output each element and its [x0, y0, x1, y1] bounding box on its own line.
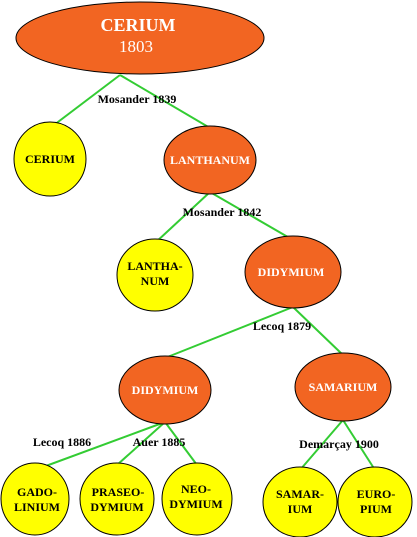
node-didymium: DIDYMIUM [244, 235, 342, 309]
node-shape [163, 125, 257, 195]
node-label-line1: SAMAR- [276, 487, 324, 501]
node-shape [294, 352, 392, 422]
edge-label-lecoq-1879: Lecoq 1879 [253, 319, 311, 333]
node-lanthanum: LANTHANUM [163, 125, 257, 195]
node-label-line2: DYMIUM [90, 500, 143, 514]
node-label-line1: CERIUM [25, 152, 75, 166]
edge-samarium-europium [342, 419, 376, 471]
node-label-line2: IUM [288, 502, 313, 516]
edge-samarium-samarium-final [299, 419, 344, 471]
node-label-line1: LANTHANUM [170, 153, 250, 167]
edge-didymium-didymium2 [164, 306, 294, 359]
node-gadolinium: GADO- LINIUM [0, 462, 70, 536]
node-shape [15, 1, 265, 75]
node-shape [244, 235, 342, 309]
node-label-line1: EURO- [357, 487, 396, 501]
node-label-line1: GADO- [17, 485, 57, 499]
node-shape [116, 238, 194, 312]
edge-lanthanum-lanthanum-final [154, 191, 211, 244]
node-shape [79, 462, 155, 536]
node-label-line1: CERIUM [101, 15, 176, 35]
node-samarium: SAMARIUM [294, 352, 392, 422]
node-shape [161, 462, 233, 536]
node-neodymium: NEO- DYMIUM [161, 462, 233, 536]
node-cerium: CERIUM [13, 121, 87, 197]
node-label-line2: NUM [141, 274, 170, 288]
node-root-cerium-1803: CERIUM 1803 [15, 1, 265, 75]
node-shape [0, 462, 70, 536]
node-label-line2: DYMIUM [169, 497, 222, 511]
edge-lanthanum-didymium [209, 191, 294, 241]
edge-label-mosander-1842: Mosander 1842 [183, 205, 262, 219]
node-label-line1: DIDYMIUM [132, 383, 199, 397]
edge-didymium2-neodymium [164, 421, 198, 466]
edge-root-cerium [49, 74, 121, 129]
edges [34, 74, 376, 471]
node-label-line1: LANTHA- [127, 259, 182, 273]
node-lanthanum-final: LANTHA- NUM [116, 238, 194, 312]
node-label-line1: SAMARIUM [309, 380, 378, 394]
edge-root-lanthanum [119, 74, 211, 129]
edge-label-auer-1885: Auer 1885 [133, 435, 186, 449]
node-europium: EURO- PIUM [337, 466, 413, 537]
node-shape [262, 466, 338, 537]
node-label-line1: PRASEO- [92, 485, 145, 499]
node-label-line2: PIUM [360, 502, 392, 516]
edge-label-mosander-1839: Mosander 1839 [98, 92, 177, 106]
edge-label-lecoq-1886: Lecoq 1886 [33, 435, 91, 449]
node-label-line2: LINIUM [14, 500, 60, 514]
node-didymium-second: DIDYMIUM [118, 355, 212, 425]
edge-didymium-samarium [292, 306, 344, 356]
edge-labels: Mosander 1839 Mosander 1842 Lecoq 1879 L… [33, 92, 379, 451]
node-label-line2: 1803 [119, 37, 153, 56]
node-praseodymium: PRASEO- DYMIUM [79, 462, 155, 536]
node-shape [13, 121, 87, 197]
node-shape [337, 466, 413, 537]
edge-label-demarcay-1900: Demarçay 1900 [299, 437, 379, 451]
node-samarium-final: SAMAR- IUM [262, 466, 338, 537]
node-shape [118, 355, 212, 425]
node-label-line1: DIDYMIUM [258, 265, 325, 279]
edge-didymium2-gadolinium [34, 421, 166, 471]
edge-didymium2-praseodymium [116, 421, 166, 466]
node-label-line1: NEO- [181, 482, 211, 496]
